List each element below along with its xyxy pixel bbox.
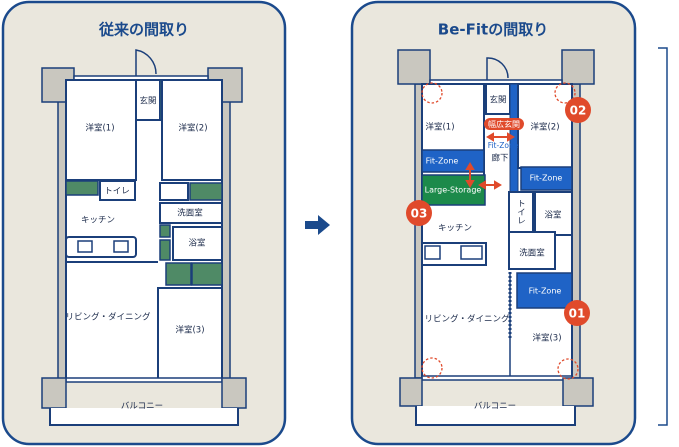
- svg-text:03: 03: [411, 207, 428, 221]
- fit-zone-western2: Fit-Zone: [530, 174, 563, 183]
- left-kitchen-label: キッチン: [81, 216, 115, 226]
- left-balcony-label: バルコニー: [121, 402, 163, 412]
- svg-text:01: 01: [569, 307, 586, 321]
- left-western1-label: 洋室(1): [85, 123, 114, 134]
- right-washroom-label: 洗面室: [519, 248, 545, 259]
- badge-01: [564, 300, 590, 326]
- svg-text:02: 02: [570, 104, 587, 118]
- right-toilet-label: トイレ: [516, 199, 526, 225]
- left-entrance-label: 玄関: [139, 96, 156, 107]
- corridor-fit-zone-label: Fit-Zone: [488, 141, 519, 150]
- right-balcony-label: バルコニー: [474, 402, 516, 412]
- left-western2-label: 洋室(2): [178, 123, 207, 134]
- right-floor-plan: [397, 49, 595, 426]
- left-floor-plan: [41, 49, 247, 426]
- right-corridor-label: 廊下: [491, 153, 509, 164]
- right-title: Be-Fitの間取り: [438, 21, 548, 39]
- right-arrow-icon: [305, 215, 330, 235]
- right-western3-label: 洋室(3): [532, 333, 561, 344]
- right-living-label: リビング・ダイニング: [424, 314, 510, 325]
- left-living-label: リビング・ダイニング: [65, 312, 151, 323]
- left-bathroom-label: 浴室: [188, 238, 206, 249]
- corner-circle-icons: [421, 82, 579, 380]
- bracket: [658, 47, 668, 426]
- badge-03: [406, 200, 432, 226]
- right-western2-label: 洋室(2): [530, 122, 559, 133]
- fit-zone-western3: Fit-Zone: [529, 287, 562, 296]
- door-icon: [486, 57, 509, 80]
- large-storage-label: Large-Storage: [425, 186, 482, 195]
- left-western3-label: 洋室(3): [175, 325, 204, 336]
- right-bathroom-label: 浴室: [544, 210, 562, 221]
- right-western1-label: 洋室(1): [425, 122, 454, 133]
- wide-entrance-label: 幅広玄関: [488, 119, 520, 129]
- left-washroom-label: 洗面室: [177, 208, 203, 219]
- right-kitchen-label: キッチン: [438, 224, 472, 234]
- door-icon: [135, 49, 157, 76]
- expand-arrow-icons: [465, 132, 515, 190]
- right-entrance-label: 玄関: [489, 95, 506, 106]
- left-toilet-label: トイレ: [104, 187, 130, 197]
- wide-entrance-badge: [484, 118, 524, 130]
- badge-02: [565, 97, 591, 123]
- fit-zone-western1: Fit-Zone: [426, 157, 459, 166]
- left-title: 従来の間取り: [98, 21, 189, 39]
